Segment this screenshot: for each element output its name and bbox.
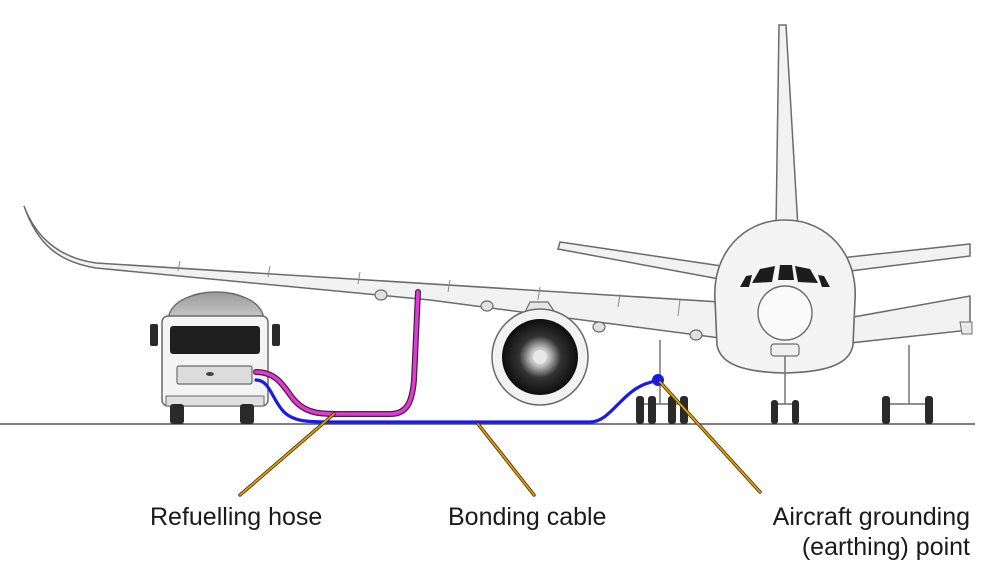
wing-left — [23, 205, 721, 339]
tail-fin — [775, 24, 799, 229]
wing-right — [847, 295, 971, 344]
horizontal-stabiliser-left — [557, 241, 737, 282]
leader-lines — [238, 380, 762, 497]
bonding-cable — [254, 378, 660, 424]
aircraft-fuselage — [714, 219, 856, 374]
grounding-point-label: Aircraft grounding (earthing) point — [773, 502, 970, 562]
refuelling-hose-label: Refuelling hose — [150, 503, 323, 531]
grounding-point-label-line2: (earthing) point — [801, 533, 970, 561]
refuelling-hose-fill — [254, 290, 420, 416]
jet-engine-icon — [491, 308, 589, 406]
flap-fairings — [374, 289, 703, 341]
refuelling-hose — [253, 289, 421, 417]
nose-gear-door — [770, 343, 800, 357]
radome — [757, 285, 813, 341]
grounding-point-label-line1: Aircraft grounding — [772, 503, 970, 531]
landing-gear — [640, 340, 928, 405]
landing-gear-wheels — [636, 396, 933, 424]
right-wing-fairing — [959, 321, 973, 335]
fuel-truck-icon — [150, 291, 280, 424]
cockpit-windows — [740, 265, 830, 287]
bonding-cable-label: Bonding cable — [448, 503, 607, 531]
horizontal-stabiliser-right — [839, 243, 971, 273]
wing-panel-lines — [177, 260, 681, 317]
